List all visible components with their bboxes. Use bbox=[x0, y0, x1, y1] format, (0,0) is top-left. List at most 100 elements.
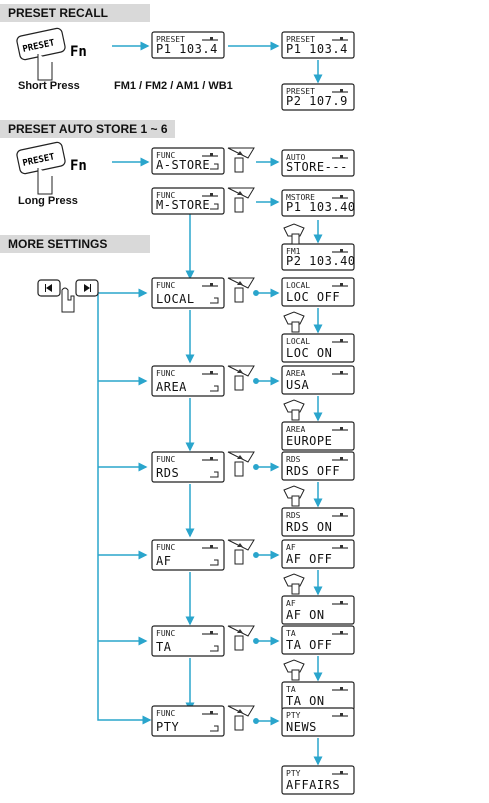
lcd-frame bbox=[281, 365, 355, 395]
lcd-frame bbox=[281, 149, 355, 177]
lcd-main-text: EUROPE bbox=[286, 434, 332, 448]
knob-arrow bbox=[237, 629, 243, 633]
lcd-enter-glyph bbox=[210, 471, 219, 478]
lcd-func_pty: FUNC PTY bbox=[151, 705, 225, 737]
lcd-indicator-mark bbox=[210, 37, 213, 40]
twist-hand bbox=[283, 573, 305, 587]
twist-finger bbox=[291, 409, 300, 421]
lcd-enter-glyph bbox=[210, 725, 219, 732]
lcd-top-text: FUNC bbox=[156, 709, 175, 718]
lcd-main-text: NEWS bbox=[286, 720, 317, 734]
lcd-frame bbox=[281, 189, 355, 217]
lcd-indicator-mark bbox=[210, 371, 213, 374]
lcd-main-text: A-STORE bbox=[156, 158, 210, 172]
lcd-indicator-mark bbox=[210, 193, 213, 196]
lcd-indicator-mark bbox=[340, 37, 343, 40]
twist-hand bbox=[283, 485, 305, 499]
lcd-main-text: M-STORE bbox=[156, 198, 210, 212]
twist-finger bbox=[291, 321, 300, 333]
lcd-main-text: P2 103.40 bbox=[286, 254, 356, 268]
knob-stem bbox=[234, 197, 244, 213]
lcd-indicator-mark bbox=[210, 711, 213, 714]
lcd-top-text: AUTO bbox=[286, 153, 305, 162]
knob-stem bbox=[234, 549, 244, 565]
twist-finger bbox=[291, 233, 300, 245]
lcd-indicator-mark bbox=[340, 427, 343, 430]
lcd-main-text: RDS ON bbox=[286, 520, 332, 534]
lcd-top-text: AF bbox=[286, 599, 296, 608]
lcd-top-text: FUNC bbox=[156, 151, 175, 160]
lcd-top-text: RDS bbox=[286, 511, 301, 520]
lcd-indicator-mark bbox=[340, 457, 343, 460]
lcd-main-text: TA OFF bbox=[286, 638, 332, 652]
lcd-top-text: MSTORE bbox=[286, 193, 315, 202]
knob-press-mstore bbox=[227, 187, 255, 213]
knob-arrow bbox=[237, 455, 243, 459]
lcd-enter-glyph bbox=[210, 163, 219, 170]
lcd-enter-glyph bbox=[210, 203, 219, 210]
lcd-main-text: USA bbox=[286, 378, 309, 392]
hand-shape bbox=[61, 287, 75, 313]
lcd-top-text: PRESET bbox=[286, 87, 315, 96]
long-press-label: Long Press bbox=[18, 195, 78, 207]
lcd-frame bbox=[281, 83, 355, 111]
lcd-frame bbox=[281, 625, 355, 655]
lcd-main-text: AF ON bbox=[286, 608, 325, 622]
lcd-indicator-mark bbox=[340, 601, 343, 604]
twist-hand bbox=[283, 659, 305, 673]
lcd-frame bbox=[281, 707, 355, 737]
lcd-main-text: PTY bbox=[156, 720, 179, 734]
twist-icon-rds_off bbox=[283, 485, 305, 507]
lcd-indicator-mark bbox=[340, 89, 343, 92]
knob-arrow bbox=[237, 709, 243, 713]
fn-key-text: Fn bbox=[70, 158, 87, 174]
lcd-indicator-mark bbox=[340, 771, 343, 774]
lcd-indicator-mark bbox=[210, 631, 213, 634]
lcd-top-text: LOCAL bbox=[286, 337, 310, 346]
connectors bbox=[97, 41, 323, 766]
lcd-frame bbox=[151, 187, 225, 215]
lcd-enter-glyph bbox=[210, 297, 219, 304]
lcd-indicator-mark bbox=[340, 513, 343, 516]
fn-key-text: Fn bbox=[70, 44, 87, 60]
lcd-main-text: P1 103.4 bbox=[156, 42, 218, 56]
lcd-indicator-mark bbox=[340, 155, 343, 158]
lcd-main-text: AFFAIRS bbox=[286, 778, 340, 792]
lcd-main-text: AF bbox=[156, 554, 171, 568]
twist-icon-ta_off bbox=[283, 659, 305, 681]
knob-arrow bbox=[237, 281, 243, 285]
lcd-indicator-mark bbox=[340, 339, 343, 342]
lcd-frame bbox=[281, 31, 355, 59]
lcd-frame bbox=[281, 243, 355, 271]
lcd-top-text: FUNC bbox=[156, 629, 175, 638]
lcd-frame bbox=[281, 277, 355, 307]
twist-icon-mstore bbox=[283, 223, 305, 245]
pressing-finger bbox=[37, 54, 53, 81]
lcd-top-text: AF bbox=[286, 543, 296, 552]
knob-press-func_rds bbox=[227, 451, 255, 477]
knob-arrow bbox=[237, 369, 243, 373]
lcd-indicator-mark bbox=[340, 687, 343, 690]
lcd-indicator-mark bbox=[210, 545, 213, 548]
lcd-top-text: TA bbox=[286, 629, 296, 638]
twist-hand bbox=[283, 223, 305, 237]
lcd-main-text: LOCAL bbox=[156, 292, 195, 306]
knob-stem bbox=[234, 715, 244, 731]
knob-stem bbox=[234, 461, 244, 477]
